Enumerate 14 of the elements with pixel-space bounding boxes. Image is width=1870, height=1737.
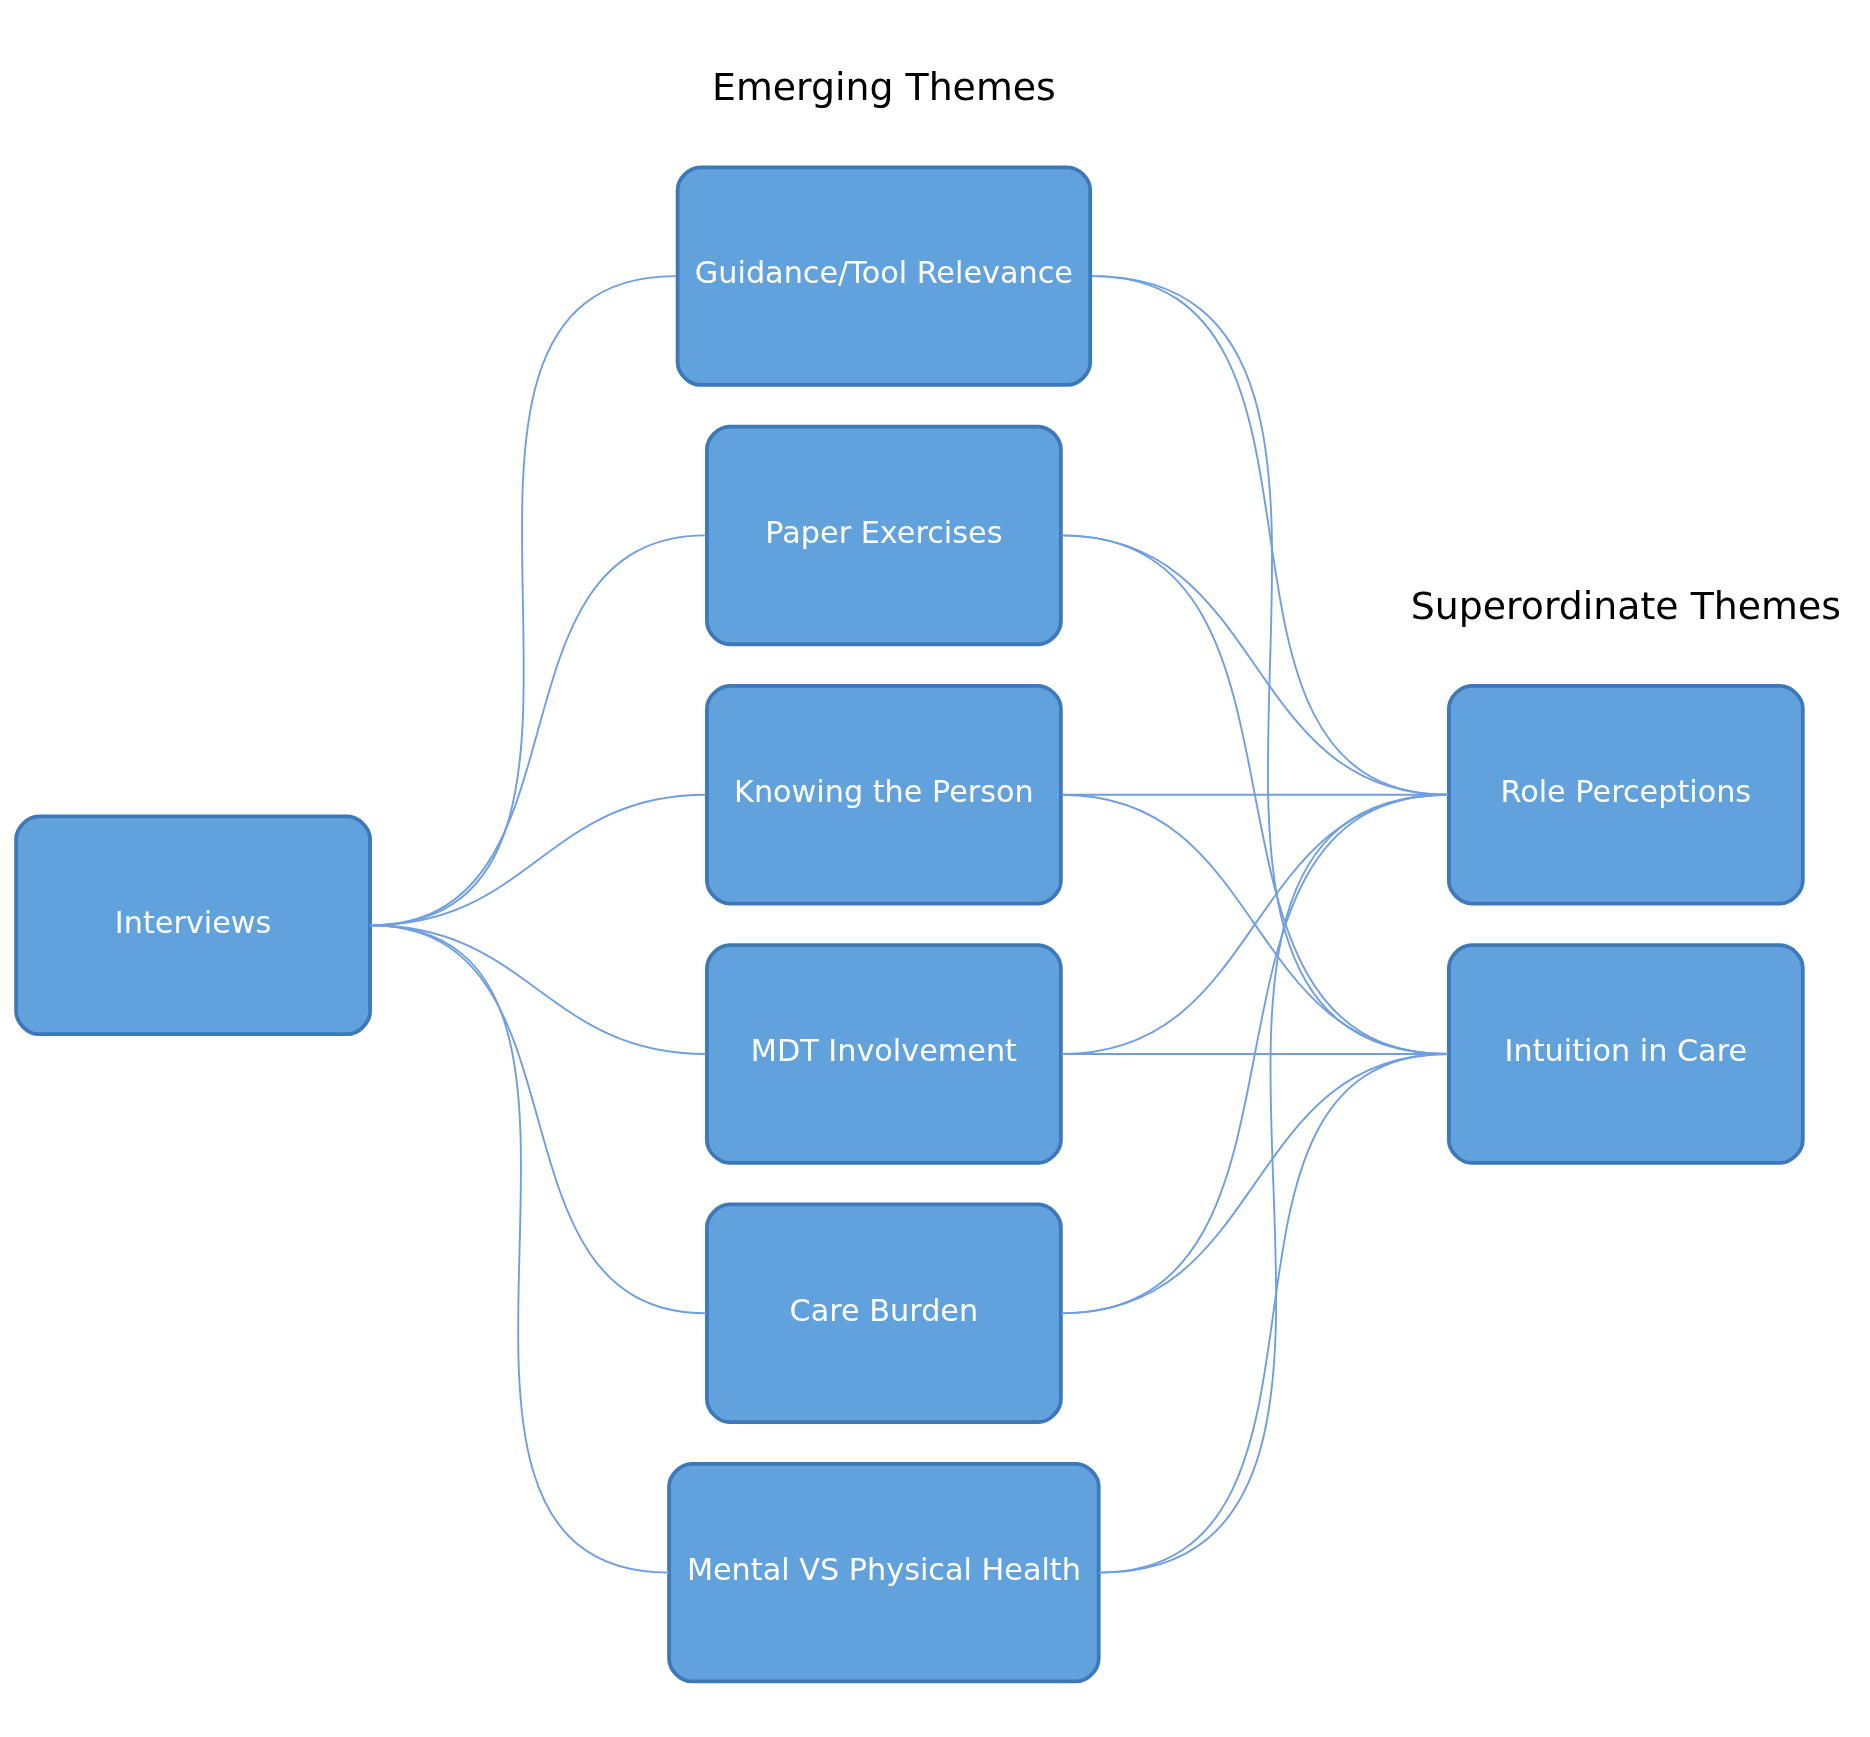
connector	[1097, 793, 1449, 1574]
connector	[369, 923, 671, 1574]
node-box: Care Burden	[705, 1202, 1063, 1424]
node-box: MDT Involvement	[705, 942, 1063, 1165]
node-box: Interviews	[14, 814, 372, 1036]
node-box: Knowing the Person	[705, 683, 1063, 905]
node-box: Role Perceptions	[1446, 683, 1805, 905]
node-box: Guidance/Tool Relevance	[675, 164, 1093, 387]
node-box: Intuition in Care	[1446, 942, 1805, 1165]
node-box: Paper Exercises	[705, 424, 1063, 646]
node-box: Mental VS Physical Health	[667, 1461, 1101, 1683]
label: Superordinate Themes	[1410, 583, 1841, 628]
connector	[1097, 1052, 1449, 1574]
label: Emerging Themes	[712, 64, 1056, 109]
